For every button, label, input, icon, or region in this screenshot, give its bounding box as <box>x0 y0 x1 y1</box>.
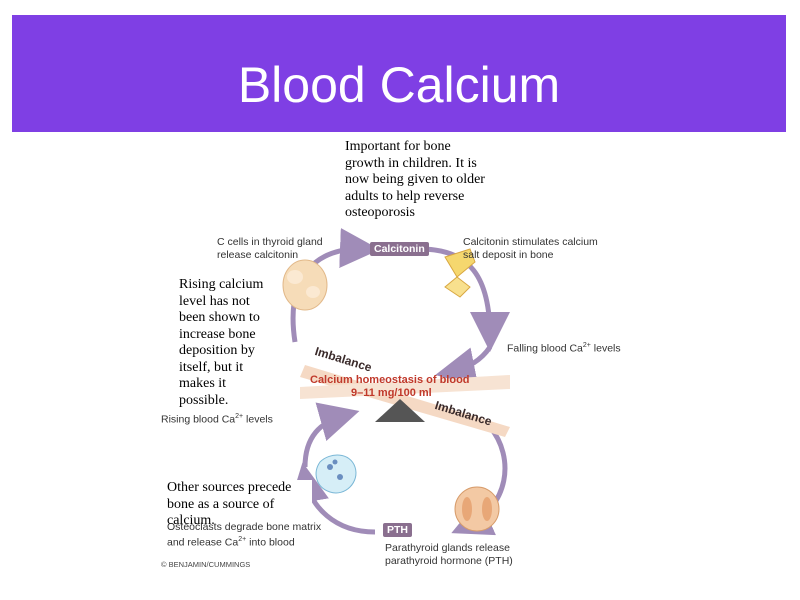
label-c-cells-line1: C cells in thyroid gland <box>217 236 323 248</box>
diagram-graphics <box>282 228 510 536</box>
label-homeostasis-line1: Calcium homeostasis of blood <box>310 374 470 386</box>
osteoclasts-text-post: into blood <box>246 536 295 549</box>
bone-graphic-top <box>444 248 476 298</box>
label-osteoclasts-line1: Osteoclasts degrade bone matrix <box>167 521 322 533</box>
falling-sup: 2+ <box>582 342 591 349</box>
note-left: Rising calcium level has not been shown … <box>179 277 275 409</box>
upper-cycle-arrow-2 <box>419 246 510 352</box>
slide-title: Blood Calcium <box>237 57 561 113</box>
label-parathyroid-line2: parathyroid hormone (PTH) <box>385 555 513 567</box>
seesaw-plank-cross <box>300 375 510 399</box>
parathyroid-gland-graphic <box>454 486 500 532</box>
title-bar: Blood Calcium <box>12 15 786 132</box>
label-c-cells-line2: release calcitonin <box>217 249 299 261</box>
label-pth: PTH <box>383 523 412 537</box>
seesaw-plank <box>300 365 510 437</box>
osteoclast-graphic <box>315 454 357 494</box>
osteoclasts-text: and release Ca <box>167 536 239 549</box>
lower-cycle-arrow-3 <box>302 402 360 468</box>
falling-text-post: levels <box>590 342 621 355</box>
upper-cycle-arrow-3 <box>435 345 493 387</box>
rising-text: Rising blood Ca <box>161 413 236 426</box>
osteoclasts-sup: 2+ <box>238 536 247 543</box>
label-calcitonin-stimulates-line1: Calcitonin stimulates calcium <box>463 236 598 248</box>
label-calcitonin: Calcitonin <box>370 242 429 256</box>
rising-sup: 2+ <box>235 413 244 420</box>
label-calcitonin-stimulates-line2: salt deposit in bone <box>463 249 554 261</box>
seesaw-fulcrum <box>375 399 425 422</box>
label-falling-blood-calcium: Falling blood Ca2+ levels <box>507 340 621 355</box>
note-top: Important for bone growth in children. I… <box>345 139 485 222</box>
note-bottom: Other sources precede bone as a source o… <box>167 480 312 530</box>
label-osteoclasts-line2: and release Ca2+ into blood <box>167 534 295 549</box>
label-rising-blood-calcium: Rising blood Ca2+ levels <box>161 411 273 426</box>
label-parathyroid-line1: Parathyroid glands release <box>385 542 510 554</box>
label-homeostasis-line2: 9–11 mg/100 ml <box>351 387 432 399</box>
rising-text-post: levels <box>243 413 273 426</box>
falling-text: Falling blood Ca <box>507 342 583 355</box>
thyroid-gland-graphic <box>282 259 328 311</box>
calcium-homeostasis-diagram: Important for bone growth in children. I… <box>145 137 655 577</box>
copyright-text: © BENJAMIN/CUMMINGS <box>161 560 251 569</box>
